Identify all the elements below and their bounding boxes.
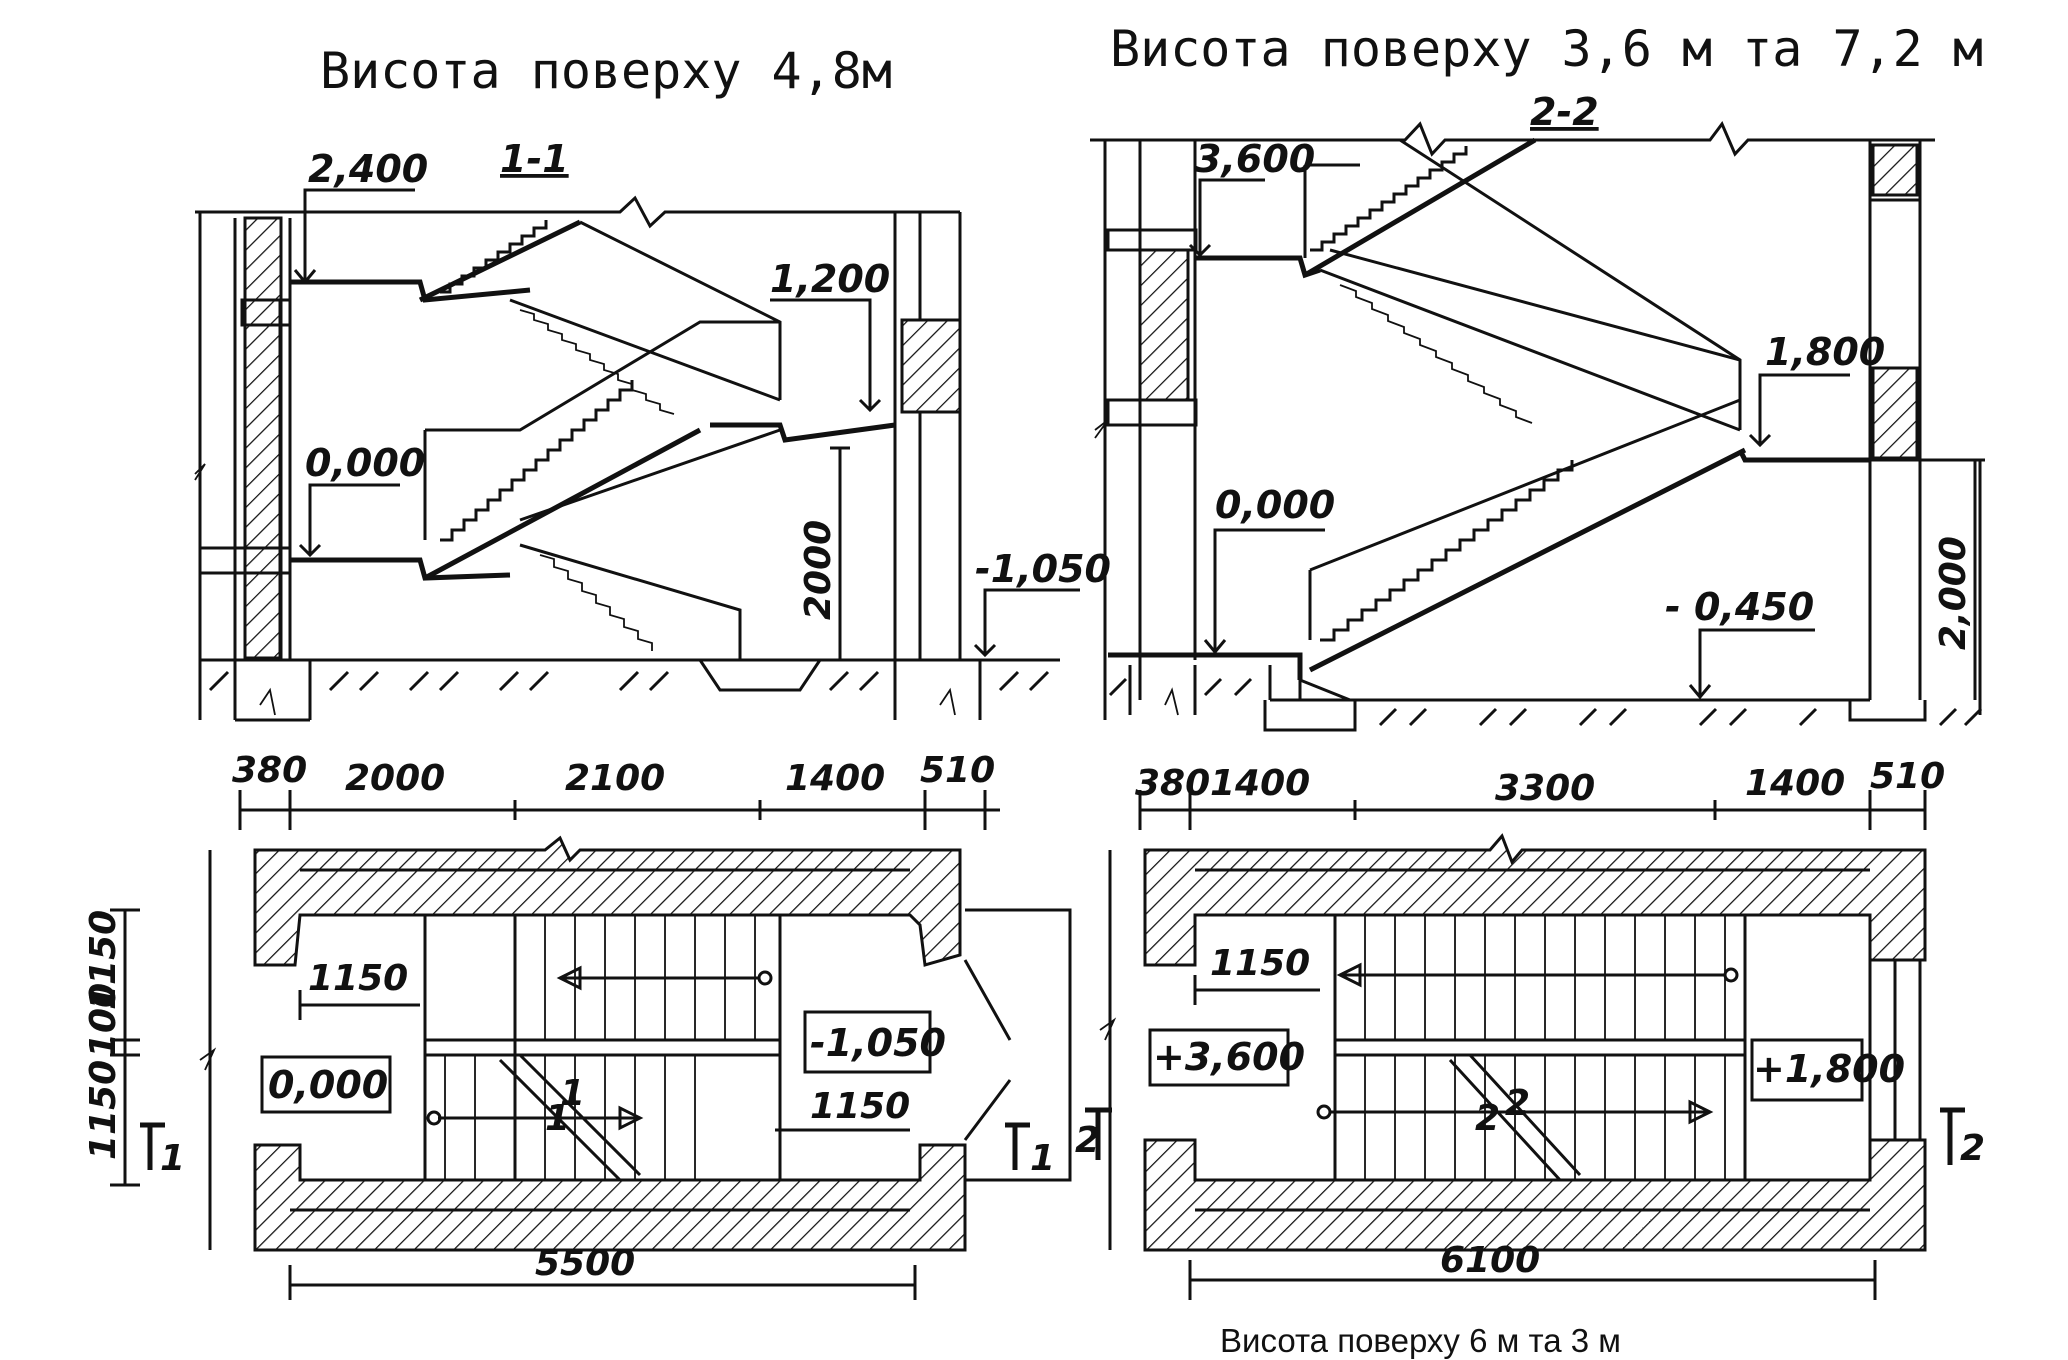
plan2-cut-mark-right: 2	[1960, 1128, 1985, 1169]
level-leader-1800	[1758, 373, 1850, 445]
plan2-stair-mark-b: 2	[1505, 1083, 1530, 1124]
bottom-caption: Висота поверху 6 м та 3 м	[1220, 1322, 1621, 1359]
plan1-dim-380: 380	[232, 750, 307, 791]
right-wall-mid-2-2	[1871, 366, 1919, 460]
section-label-2-2: 2-2	[1530, 90, 1599, 134]
plan1-stair-mark-b: 1	[560, 1073, 585, 1114]
plan2-stair-mark-a: 2	[1475, 1098, 1500, 1139]
right-wall-top-2-2	[1871, 143, 1919, 197]
plan1-dim-2000: 2000	[345, 758, 445, 799]
level-minus-0450: - 0,450	[1665, 585, 1814, 629]
left-wall-2-2	[1138, 248, 1190, 402]
plan1-stair-mark-a: 1	[545, 1098, 570, 1139]
plan1-treads	[444, 915, 756, 1180]
plan1-inner-dim-1150-b: 1150	[810, 1086, 910, 1127]
level-leader-3600	[1198, 178, 1265, 255]
plan1-dim-2100: 2100	[565, 758, 665, 799]
plan1-cut-mark-right: 1	[1030, 1138, 1055, 1179]
left-wall-1-1	[243, 216, 283, 660]
plan2-treads	[1364, 915, 1726, 1180]
plan-1: 380 2000 2100 1400 510 1 1	[83, 750, 1072, 1300]
plan1-cut-mark-left: 1	[160, 1138, 185, 1179]
plan2-bottom-dim-6100: 6100	[1440, 1240, 1540, 1281]
level-leader-minus-0450	[1698, 628, 1815, 697]
ground-hatch-1-1	[208, 670, 1050, 692]
plan2-dim-1400-b: 1400	[1745, 763, 1845, 804]
level-leader-0000-2	[1213, 528, 1325, 652]
plan1-left-dim-100: 100	[83, 983, 124, 1058]
plan1-bottom-wall	[253, 1143, 967, 1252]
plan-2: 380 1400 3300 1400 510 2 2 1150	[1075, 756, 1985, 1300]
section-label-1-1: 1-1	[500, 137, 569, 181]
height-dim-2000: 2000	[798, 520, 839, 620]
level-0000: 0,000	[305, 441, 425, 485]
plan2-level-box-plus-1800: +1,800	[1753, 1047, 1905, 1091]
level-1800: 1,800	[1765, 330, 1885, 374]
plan1-dim-1400: 1400	[785, 758, 885, 799]
plan2-level-box-plus-3600: +3,600	[1153, 1035, 1305, 1079]
level-0000-2: 0,000	[1215, 483, 1335, 527]
plan2-dim-3300: 3300	[1495, 768, 1595, 809]
plan1-top-wall	[253, 835, 962, 967]
title-left: Висота поверху 4,8м	[320, 42, 892, 100]
level-leader-1200	[770, 298, 872, 410]
plan2-bottom-wall	[1143, 1138, 1927, 1252]
ground-hatch-2-2	[1108, 677, 1983, 727]
plan2-dim-380: 380	[1135, 763, 1210, 804]
plan2-top-wall	[1143, 833, 1927, 967]
plan1-bottom-dim-5500: 5500	[535, 1243, 635, 1284]
plan1-left-dim-1150-bottom: 1150	[83, 1060, 124, 1160]
plan1-left-dim-1150-top: 1150	[83, 910, 124, 1010]
level-2400: 2,400	[308, 147, 428, 191]
level-minus-1050: -1,050	[975, 547, 1111, 591]
plan1-level-box-minus-1050: -1,050	[810, 1021, 946, 1065]
plan1-level-box-0000: 0,000	[268, 1063, 388, 1107]
title-right: Висота поверху 3,6 м та 7,2 м	[1110, 20, 1983, 78]
level-leader-0000	[308, 483, 400, 555]
plan2-cut-mark-left: 2	[1075, 1120, 1100, 1161]
plan2-dim-510: 510	[1870, 756, 1945, 797]
level-1200: 1,200	[770, 257, 890, 301]
level-3600: 3,600	[1195, 137, 1315, 181]
level-leader-minus-1050	[983, 588, 1080, 655]
section-2-2: 2-2	[1090, 90, 1985, 732]
right-wall-1-1	[900, 318, 962, 414]
plan2-dim-1400: 1400	[1210, 763, 1310, 804]
level-leader-2400	[303, 188, 415, 282]
section-1-1: 1-1	[194, 137, 1111, 722]
plan1-inner-dim-1150: 1150	[308, 958, 408, 999]
height-dim-2000-2: 2,000	[1933, 536, 1974, 650]
plan1-dim-510: 510	[920, 750, 995, 791]
plan2-inner-dim-1150: 1150	[1210, 943, 1310, 984]
